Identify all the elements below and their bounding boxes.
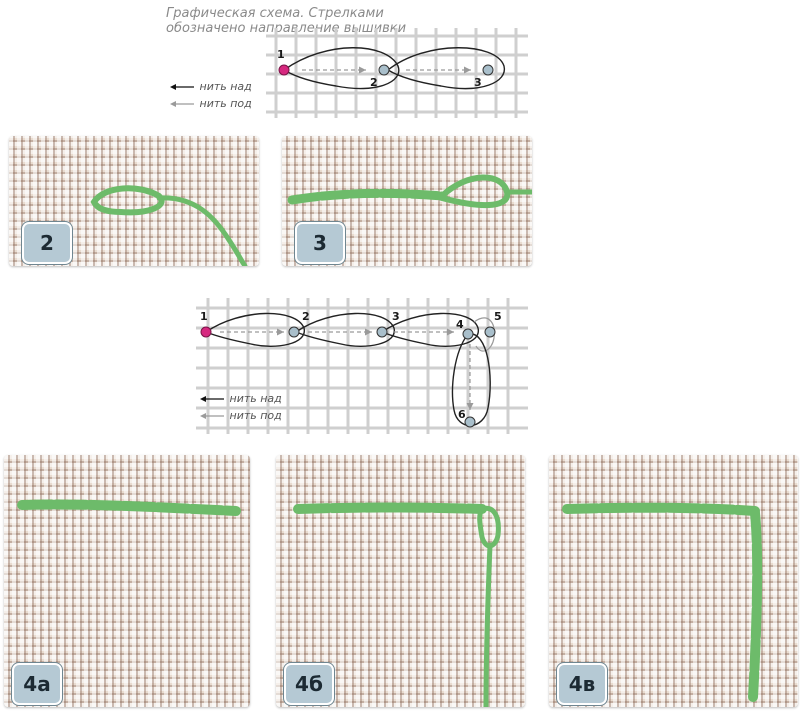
point-label-1: 1 xyxy=(277,48,285,61)
loop-2 xyxy=(294,312,395,347)
arrow-left-black-icon xyxy=(170,84,194,90)
arrow-left-black-icon xyxy=(200,396,224,402)
point-label-4: 4 xyxy=(456,318,464,331)
point-label-1: 1 xyxy=(200,310,208,323)
point-3 xyxy=(376,326,388,338)
point-label-3: 3 xyxy=(392,310,400,323)
legend-thread-over: нить над xyxy=(229,392,282,405)
photo-step-2: 2 xyxy=(9,136,259,266)
photo-step-3: 3 xyxy=(282,136,532,266)
thread-illustration xyxy=(17,499,241,516)
legend-thread-over: нить над xyxy=(199,80,252,93)
stitch-diagram-1: 1 2 3 xyxy=(266,28,528,118)
point-1 xyxy=(200,326,212,338)
step-label-badge: 4б xyxy=(284,663,334,705)
point-label-5: 5 xyxy=(494,310,502,323)
legend-1: нить над нить под xyxy=(170,80,252,110)
thread-illustration xyxy=(90,185,248,266)
thread-illustration xyxy=(293,502,501,707)
grid xyxy=(196,298,528,434)
legend-thread-under: нить под xyxy=(199,97,252,110)
step-label-badge: 4а xyxy=(12,663,62,705)
loop-4 xyxy=(473,317,495,352)
legend-over-row: нить над xyxy=(170,80,252,93)
point-label-2: 2 xyxy=(370,76,378,89)
legend-under-row: нить под xyxy=(200,409,282,422)
point-5 xyxy=(484,326,496,338)
legend-2: нить над нить под xyxy=(200,392,282,422)
point-4 xyxy=(462,328,474,340)
point-label-3: 3 xyxy=(474,76,482,89)
point-1 xyxy=(278,64,290,76)
point-2 xyxy=(288,326,300,338)
arrow-left-gray-icon xyxy=(170,101,194,107)
legend-thread-under: нить под xyxy=(229,409,282,422)
loop-1 xyxy=(204,312,305,347)
step-label-badge: 3 xyxy=(295,222,345,264)
point-3 xyxy=(482,64,494,76)
legend-under-row: нить под xyxy=(170,97,252,110)
grid xyxy=(266,28,528,118)
legend-over-row: нить над xyxy=(200,392,282,405)
point-6 xyxy=(464,416,476,428)
step-label-badge: 4в xyxy=(557,663,607,705)
step-label-badge: 2 xyxy=(22,222,72,264)
photo-step-4b: 4б xyxy=(276,455,525,707)
photo-step-4v: 4в xyxy=(549,455,798,707)
arrow-left-gray-icon xyxy=(200,413,224,419)
point-label-2: 2 xyxy=(302,310,310,323)
photo-step-4a: 4а xyxy=(4,455,250,707)
stitch-diagram-2: 1 2 3 4 5 6 xyxy=(196,298,528,434)
loop-3 xyxy=(380,312,479,347)
thread-illustration xyxy=(562,502,763,702)
loop-2 xyxy=(386,47,505,90)
thread-illustration xyxy=(287,174,532,209)
loop-1 xyxy=(282,47,400,90)
point-2 xyxy=(378,64,390,76)
point-label-6: 6 xyxy=(458,408,466,421)
diagram-caption: Графическая схема. Стрелками обозначено … xyxy=(166,6,407,36)
